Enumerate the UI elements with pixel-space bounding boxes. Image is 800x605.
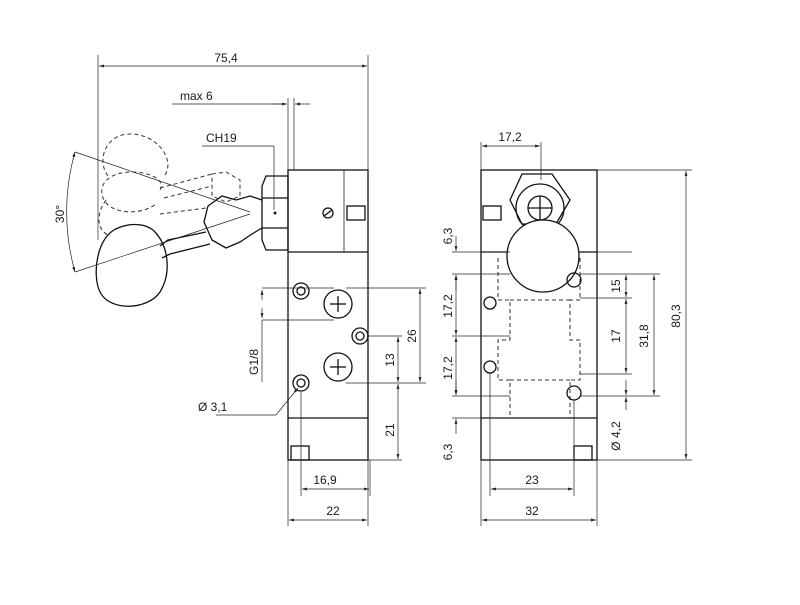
label-port-height: 21 xyxy=(383,423,397,437)
front-hole-2 xyxy=(483,360,497,374)
label-lever-offset: max 6 xyxy=(180,89,213,103)
label-overall-height: 80,3 xyxy=(669,304,683,328)
label-pitch-upper: 17,2 xyxy=(441,294,455,318)
label-hole-spacing: 23 xyxy=(525,473,539,487)
label-port-spacing: 26 xyxy=(405,329,419,343)
mount-hole-upper xyxy=(292,282,310,300)
front-body xyxy=(480,169,598,461)
internal-channels xyxy=(497,258,581,418)
label-top-offset: 6,3 xyxy=(441,227,455,244)
label-bottom-offset: 6,3 xyxy=(441,443,455,460)
label-pitch-lower: 17,2 xyxy=(441,356,455,380)
label-body-width-side: 22 xyxy=(326,504,340,518)
label-right-15: 15 xyxy=(609,279,623,293)
port-upper xyxy=(323,289,353,319)
front-hole-4 xyxy=(566,385,582,401)
dim-swing-angle xyxy=(66,151,76,273)
front-bottom-tab xyxy=(573,445,593,461)
front-view: 17,2 6,3 17,2 17,2 6,3 15 17 31,8 Ø 4,2 xyxy=(441,130,692,526)
lever-ball xyxy=(506,219,580,293)
front-hole-3 xyxy=(566,272,582,288)
label-overall-width: 75,4 xyxy=(214,51,238,65)
port-middle xyxy=(351,327,369,345)
label-hole-width: 16,9 xyxy=(313,473,337,487)
label-port-thread: G1/8 xyxy=(247,349,261,375)
front-top-tab xyxy=(482,205,502,221)
label-mount-hole-side: Ø 3,1 xyxy=(198,400,228,414)
screw-head xyxy=(322,207,334,219)
label-actuator-width: 17,2 xyxy=(498,130,522,144)
lever-active xyxy=(95,195,263,307)
label-right-318: 31,8 xyxy=(637,324,651,348)
side-body xyxy=(287,169,369,461)
label-body-width-front: 32 xyxy=(525,504,539,518)
lever-ghost xyxy=(98,133,241,237)
bottom-tab xyxy=(290,445,310,461)
label-right-17: 17 xyxy=(609,329,623,343)
hex-nut xyxy=(261,175,289,251)
label-swing-angle: 30° xyxy=(53,205,67,223)
front-hole-1 xyxy=(483,296,497,310)
side-view: 75,4 max 6 CH19 30° G1/8 26 13 xyxy=(53,51,426,526)
port-lower xyxy=(323,352,353,382)
mount-hole-lower xyxy=(292,374,310,392)
label-mount-hole-front: Ø 4,2 xyxy=(609,421,623,451)
label-wrench-size: CH19 xyxy=(206,131,237,145)
top-tab xyxy=(346,205,366,221)
label-port-offset: 13 xyxy=(383,353,397,367)
